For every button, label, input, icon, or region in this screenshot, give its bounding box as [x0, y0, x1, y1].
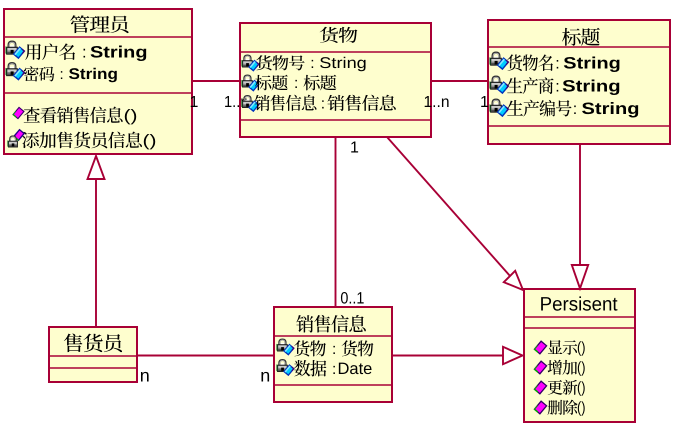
svg-text:String: String: [582, 100, 640, 118]
svg-text:String: String: [69, 66, 119, 83]
svg-text:String: String: [319, 55, 367, 72]
svg-text:(): (): [143, 132, 157, 150]
svg-text::: :: [332, 361, 336, 378]
svg-text:(): (): [577, 400, 586, 417]
svg-text:0..1: 0..1: [340, 290, 364, 308]
svg-text::: :: [60, 66, 64, 83]
svg-text::: :: [321, 96, 325, 113]
svg-text:Date: Date: [338, 360, 373, 378]
svg-text::: :: [573, 101, 577, 118]
svg-text:n: n: [140, 365, 150, 385]
svg-text::: :: [294, 75, 298, 92]
svg-text:1..n: 1..n: [424, 94, 450, 111]
svg-text:String: String: [563, 55, 621, 73]
svg-text:(): (): [577, 380, 586, 397]
svg-text::: :: [555, 56, 559, 73]
svg-text:(): (): [577, 340, 586, 357]
svg-text::: :: [82, 44, 87, 62]
svg-text::: :: [555, 79, 559, 96]
svg-text:String: String: [90, 44, 148, 62]
svg-text::: :: [310, 55, 314, 72]
svg-text:Persisent: Persisent: [540, 294, 619, 316]
svg-text::: :: [332, 341, 336, 358]
svg-text:String: String: [562, 78, 621, 96]
svg-text:1: 1: [350, 140, 359, 157]
svg-text:(): (): [124, 107, 138, 125]
svg-text:1: 1: [190, 94, 199, 111]
svg-text:(): (): [577, 360, 586, 377]
svg-text:n: n: [260, 365, 270, 385]
svg-text:1: 1: [480, 94, 489, 111]
